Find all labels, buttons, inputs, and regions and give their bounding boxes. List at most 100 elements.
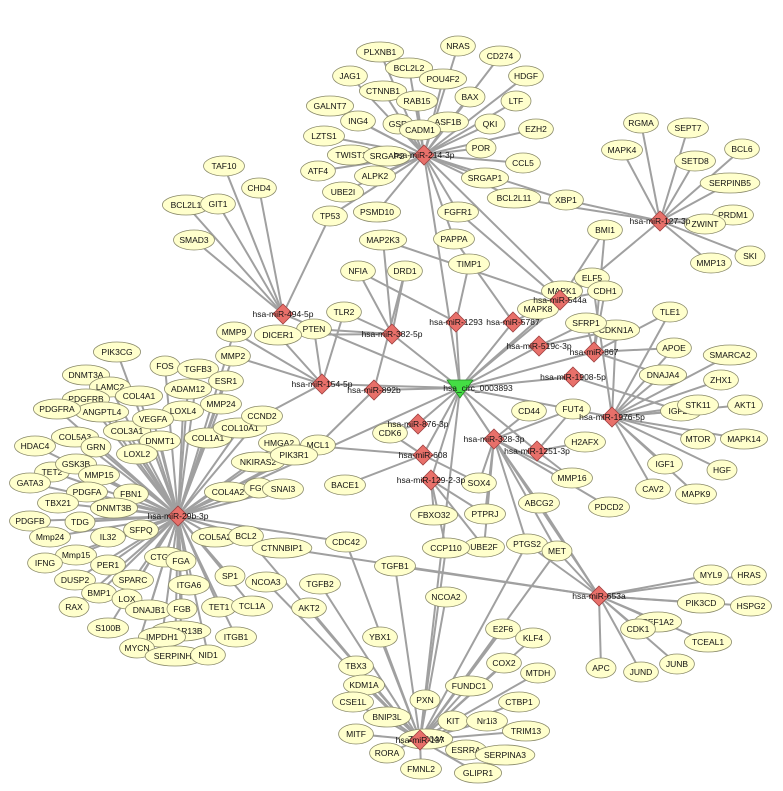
gene-node-galnt7[interactable]: GALNT7 <box>305 95 354 117</box>
mirna-node-m328[interactable]: hsa-miR-328-3p <box>464 428 525 450</box>
gene-node-ifng[interactable]: IFNG <box>27 552 63 574</box>
gene-node-chd4[interactable]: CHD4 <box>241 177 277 199</box>
gene-node-sparc[interactable]: SPARC <box>112 569 154 591</box>
mirna-node-m1976[interactable]: hsa-miR-1976-5p <box>579 406 645 428</box>
gene-node-mtor[interactable]: MTOR <box>680 428 716 450</box>
mirna-node-m519[interactable]: hsa-miR-519c-3p <box>506 335 572 357</box>
gene-node-mmp24[interactable]: Mmp24 <box>29 526 71 548</box>
gene-node-ptgs2[interactable]: PTGS2 <box>506 533 548 555</box>
gene-node-ccp110[interactable]: CCP110 <box>421 537 470 559</box>
gene-node-glipr1[interactable]: GLIPR1 <box>453 762 502 784</box>
gene-node-alpk2[interactable]: ALPK2 <box>354 165 396 187</box>
mirna-node-m892[interactable]: hsa-miR-892b <box>347 379 401 401</box>
gene-node-pik3cd[interactable]: PIK3CD <box>677 592 726 614</box>
gene-node-cse1l[interactable]: CSE1L <box>332 691 374 713</box>
gene-node-rab15[interactable]: RAB15 <box>396 90 438 112</box>
mirna-node-m127[interactable]: hsa-miR-127-3p <box>630 210 691 232</box>
gene-node-cdk1[interactable]: CDK1 <box>620 618 656 640</box>
mirna-node-m494[interactable]: hsa-miR-494-5p <box>253 303 314 325</box>
gene-node-pxn[interactable]: PXN <box>409 689 441 711</box>
gene-node-angptl4[interactable]: ANGPTL4 <box>74 401 130 423</box>
gene-node-plxnb1[interactable]: PLXNB1 <box>355 41 404 63</box>
gene-node-map2k3[interactable]: MAP2K3 <box>358 229 407 251</box>
gene-node-nfia[interactable]: NFIA <box>340 260 376 282</box>
gene-node-srgap1[interactable]: SRGAP1 <box>460 167 509 189</box>
gene-node-bcl6[interactable]: BCL6 <box>724 138 760 160</box>
gene-node-tceal1[interactable]: TCEAL1 <box>684 631 733 653</box>
gene-node-mapk8[interactable]: MAPK8 <box>517 298 559 320</box>
gene-node-h2afx[interactable]: H2AFX <box>564 431 606 453</box>
gene-node-dicer1[interactable]: DICER1 <box>253 324 302 346</box>
gene-node-pdcd2[interactable]: PDCD2 <box>588 496 630 518</box>
mirna-node-m154[interactable]: hsa-miR-154-5p <box>292 373 353 395</box>
mirna-node-m29b[interactable]: hsa-miR-29b-3p <box>148 505 209 527</box>
gene-node-junb[interactable]: JUNB <box>659 653 695 675</box>
gene-node-tle1[interactable]: TLE1 <box>652 301 688 323</box>
gene-node-bcl2[interactable]: BCL2 <box>228 525 264 547</box>
gene-node-ube2i[interactable]: UBE2I <box>322 181 364 203</box>
gene-node-sfrp1[interactable]: SFRP1 <box>565 312 607 334</box>
gene-node-ctbp1[interactable]: CTBP1 <box>498 691 540 713</box>
gene-node-ybx1[interactable]: YBX1 <box>362 626 398 648</box>
gene-node-cdh1[interactable]: CDH1 <box>587 280 623 302</box>
gene-node-smarca2[interactable]: SMARCA2 <box>702 344 758 366</box>
gene-node-ctnnbip1[interactable]: CTNNBIP1 <box>251 537 313 559</box>
gene-node-kdm1a[interactable]: KDM1A <box>343 674 385 696</box>
gene-node-setd8[interactable]: SETD8 <box>674 150 716 172</box>
mirna-node-m608[interactable]: hsa-miR-608 <box>399 444 448 466</box>
gene-node-zwint[interactable]: ZWINT <box>684 213 726 235</box>
gene-node-hdac4[interactable]: HDAC4 <box>14 435 56 457</box>
gene-node-rora[interactable]: RORA <box>369 742 405 764</box>
gene-node-por[interactable]: POR <box>465 137 497 159</box>
gene-node-fgb[interactable]: FGB <box>166 598 198 620</box>
gene-node-ccl5[interactable]: CCL5 <box>505 152 541 174</box>
gene-node-tgfb1[interactable]: TGFB1 <box>374 555 416 577</box>
gene-node-kit[interactable]: KIT <box>437 710 469 732</box>
gene-node-ski[interactable]: SKI <box>734 245 766 267</box>
gene-node-cav2[interactable]: CAV2 <box>635 478 671 500</box>
gene-node-lzts1[interactable]: LZTS1 <box>303 125 345 147</box>
gene-node-rax[interactable]: RAX <box>58 596 90 618</box>
gene-node-tp53[interactable]: TP53 <box>312 205 348 227</box>
mirna-node-m876[interactable]: hsa-miR-876-3p <box>388 413 449 435</box>
gene-node-hgf[interactable]: HGF <box>706 459 738 481</box>
gene-node-met[interactable]: MET <box>541 540 573 562</box>
gene-node-drd1[interactable]: DRD1 <box>387 260 423 282</box>
gene-node-grn[interactable]: GRN <box>80 436 112 458</box>
gene-node-cd274[interactable]: CD274 <box>479 45 521 67</box>
gene-node-pdgfra[interactable]: PDGFRA <box>33 398 82 420</box>
gene-node-hras[interactable]: HRAS <box>731 564 767 586</box>
gene-node-s100b[interactable]: S100B <box>87 617 129 639</box>
gene-node-sox4[interactable]: SOX4 <box>461 472 497 494</box>
gene-node-rgma[interactable]: RGMA <box>623 112 659 134</box>
gene-node-pdgfb[interactable]: PDGFB <box>9 510 51 532</box>
gene-node-sept7[interactable]: SEPT7 <box>667 117 709 139</box>
gene-node-apc[interactable]: APC <box>585 657 617 679</box>
gene-node-bax[interactable]: BAX <box>454 86 486 108</box>
gene-node-tgfb3[interactable]: TGFB3 <box>177 358 219 380</box>
gene-node-ltf[interactable]: LTF <box>500 90 532 112</box>
gene-node-hspg2[interactable]: HSPG2 <box>730 595 772 617</box>
gene-node-psmd10[interactable]: PSMD10 <box>352 201 401 223</box>
gene-node-jag1[interactable]: JAG1 <box>332 65 368 87</box>
gene-node-il32[interactable]: IL32 <box>90 526 126 548</box>
gene-node-akt2[interactable]: AKT2 <box>291 597 327 619</box>
gene-node-igf1[interactable]: IGF1 <box>647 453 683 475</box>
gene-node-fgfr1[interactable]: FGFR1 <box>437 201 479 223</box>
gene-node-cdk6[interactable]: CDK6 <box>372 422 408 444</box>
gene-node-smad3[interactable]: SMAD3 <box>173 229 215 251</box>
gene-node-snai3[interactable]: SNAI3 <box>262 478 304 500</box>
gene-node-col4a2[interactable]: COL4A2 <box>203 481 252 503</box>
gene-node-cd44[interactable]: CD44 <box>511 400 547 422</box>
gene-node-loxl2[interactable]: LOXL2 <box>116 443 158 465</box>
gene-node-abcg2[interactable]: ABCG2 <box>518 492 560 514</box>
gene-node-adam12[interactable]: ADAM12 <box>163 378 212 400</box>
gene-node-itga6[interactable]: ITGA6 <box>168 574 210 596</box>
gene-node-vegfa[interactable]: VEGFA <box>132 408 174 430</box>
gene-node-atf4[interactable]: ATF4 <box>300 160 336 182</box>
gene-node-tcl1a[interactable]: TCL1A <box>231 595 273 617</box>
gene-node-mmp16[interactable]: MMP16 <box>551 467 593 489</box>
gene-node-ptprj[interactable]: PTPRJ <box>464 503 506 525</box>
gene-node-sp1[interactable]: SP1 <box>214 565 246 587</box>
mirna-node-m5787[interactable]: hsa-miR-5787 <box>486 311 540 333</box>
